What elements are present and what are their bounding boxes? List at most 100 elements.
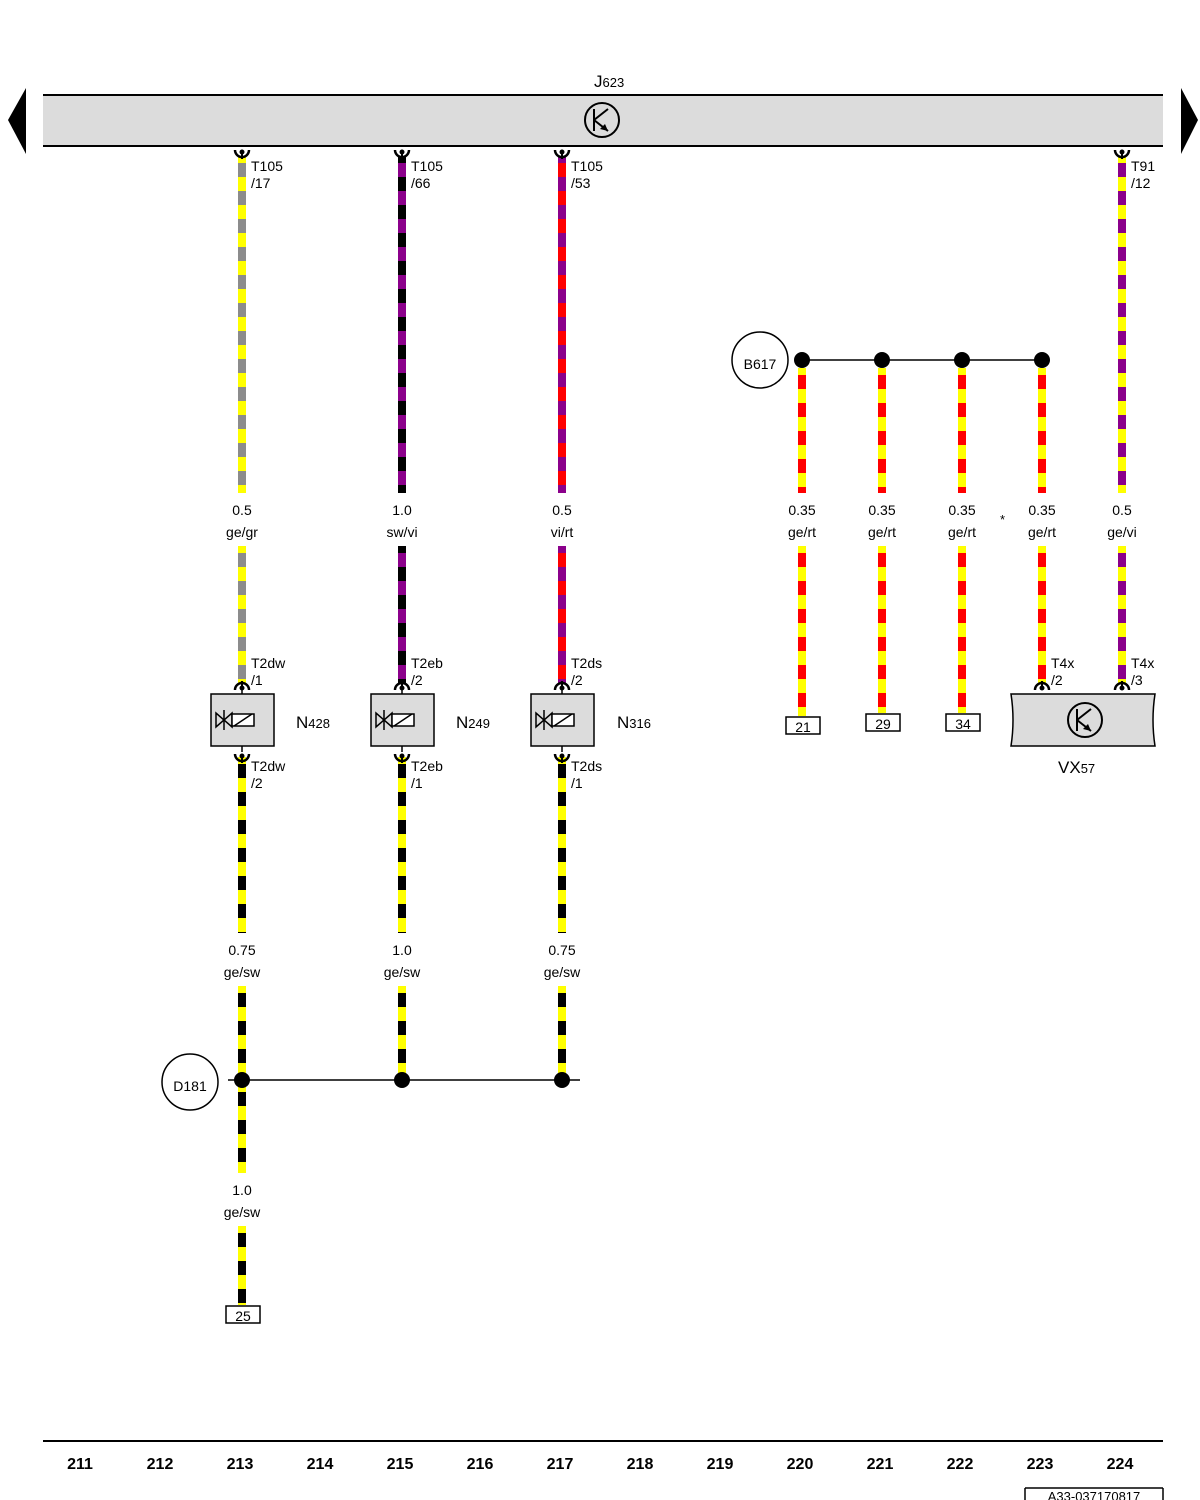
valve-pin-bottom-connector-icon <box>233 753 251 763</box>
wire-color-217b: ge/sw <box>544 964 581 980</box>
terminal-21[interactable]: 21 <box>785 716 821 735</box>
wire-color-213b: ge/sw <box>224 964 261 980</box>
column-number: 220 <box>787 1456 814 1473</box>
wire-color-215a: sw/vi <box>386 524 417 540</box>
wire-size-217a: 0.5 <box>552 502 572 518</box>
column-number: 214 <box>307 1456 334 1473</box>
vx57-pin-3: T4x/3 <box>1131 655 1154 688</box>
wire-size-215b: 1.0 <box>392 942 412 958</box>
wire-color-217a: vi/rt <box>551 524 574 540</box>
ecu-label-main: J <box>594 72 603 91</box>
splice-b617-circle <box>731 331 789 389</box>
wire-color-220: ge/rt <box>788 524 816 540</box>
valve-pin-bottom-connector-icon <box>393 753 411 763</box>
column-number: 222 <box>947 1456 974 1473</box>
wire-size-222: 0.35 <box>948 502 975 518</box>
splice-d181-node <box>554 1072 570 1088</box>
valve-n316-label: N316 <box>617 713 651 732</box>
ecu-pin-connector-icon <box>1113 149 1131 159</box>
splice-b617-node <box>954 352 970 368</box>
solenoid-valve-icon <box>375 710 415 730</box>
column-number: 221 <box>867 1456 894 1473</box>
column-number: 217 <box>547 1456 574 1473</box>
wire-size-220: 0.35 <box>788 502 815 518</box>
terminal-25[interactable]: 25 <box>225 1305 261 1324</box>
solenoid-valve-icon <box>535 710 575 730</box>
wire-size-213c: 1.0 <box>232 1182 252 1198</box>
footer-code-box: A33-037170817 <box>1024 1487 1164 1500</box>
svg-text:25: 25 <box>235 1308 251 1324</box>
terminal-34[interactable]: 34 <box>945 713 981 732</box>
splice-d181-label: D181 <box>173 1078 207 1094</box>
splice-b617-label: B617 <box>744 356 777 372</box>
column-number: 215 <box>387 1456 414 1473</box>
valve-pin-top-connector-icon <box>553 681 571 691</box>
splice-d181-circle <box>161 1053 219 1111</box>
ecu-pin-connector-icon <box>553 149 571 159</box>
wire-color-224: ge/vi <box>1107 524 1137 540</box>
prev-page-icon[interactable] <box>8 88 26 154</box>
wire-size-213a: 0.5 <box>232 502 252 518</box>
next-page-icon[interactable] <box>1181 88 1198 154</box>
ecu-pin-connector-icon <box>393 149 411 159</box>
valve-n249-pin-bottom: T2eb/1 <box>411 758 443 791</box>
wire-size-224: 0.5 <box>1112 502 1132 518</box>
wire-color-223: ge/rt <box>1028 524 1056 540</box>
footer-code: A33-037170817 <box>1048 1489 1141 1500</box>
wire-color-221: ge/rt <box>868 524 896 540</box>
splice-b617-node <box>794 352 810 368</box>
wire-size-223: 0.35 <box>1028 502 1055 518</box>
column-number: 223 <box>1027 1456 1054 1473</box>
svg-text:29: 29 <box>875 716 891 732</box>
valve-n316 <box>530 693 595 747</box>
valve-n249 <box>370 693 435 747</box>
asterisk-note: * <box>1000 512 1005 527</box>
valve-n428-label: N428 <box>296 713 330 732</box>
vx57-component <box>1010 693 1156 747</box>
vx57-label: VX57 <box>1058 758 1095 777</box>
valve-n249-pin-top: T2eb/2 <box>411 655 443 688</box>
valve-pin-top-connector-icon <box>233 681 251 691</box>
valve-n249-label: N249 <box>456 713 490 732</box>
pin-label-217: T105/53 <box>571 158 603 191</box>
wires-layer <box>238 156 1126 1305</box>
valve-n428-pin-bottom: T2dw/2 <box>251 758 286 791</box>
wire-size-217b: 0.75 <box>548 942 575 958</box>
ecu-pin-connector-icon <box>233 149 251 159</box>
svg-text:21: 21 <box>795 719 811 735</box>
column-number: 224 <box>1107 1456 1134 1473</box>
column-number: 211 <box>67 1456 93 1473</box>
wire-size-215a: 1.0 <box>392 502 412 518</box>
vx57-pin-connector-icon <box>1113 681 1131 691</box>
wire-color-222: ge/rt <box>948 524 976 540</box>
vx57-pin-2: T4x/2 <box>1051 655 1074 688</box>
column-number: 213 <box>227 1456 254 1473</box>
pins-layer <box>233 149 1131 763</box>
solenoid-valve-icon <box>215 710 255 730</box>
splice-d181-node <box>394 1072 410 1088</box>
vx57-pin-connector-icon <box>1033 681 1051 691</box>
column-number: 216 <box>467 1456 494 1473</box>
ecu-label-sub: 623 <box>603 75 625 90</box>
column-number: 218 <box>627 1456 654 1473</box>
valve-n428 <box>210 693 275 747</box>
wire-color-215b: ge/sw <box>384 964 421 980</box>
pin-label-215: T105/66 <box>411 158 443 191</box>
wire-size-221: 0.35 <box>868 502 895 518</box>
pin-label-224: T91/12 <box>1131 158 1155 191</box>
wire-size-213b: 0.75 <box>228 942 255 958</box>
wire-color-213a: ge/gr <box>226 524 258 540</box>
pin-label-213: T105/17 <box>251 158 283 191</box>
valve-n428-pin-top: T2dw/1 <box>251 655 286 688</box>
svg-text:34: 34 <box>955 716 971 732</box>
valve-pin-bottom-connector-icon <box>553 753 571 763</box>
ecu-symbol-icon <box>1067 702 1103 738</box>
ecu-label: J623 <box>594 72 624 91</box>
valve-n316-pin-bottom: T2ds/1 <box>571 758 602 791</box>
valve-pin-top-connector-icon <box>393 681 411 691</box>
splice-b617-node <box>874 352 890 368</box>
terminal-29[interactable]: 29 <box>865 713 901 732</box>
splice-b617-node <box>1034 352 1050 368</box>
